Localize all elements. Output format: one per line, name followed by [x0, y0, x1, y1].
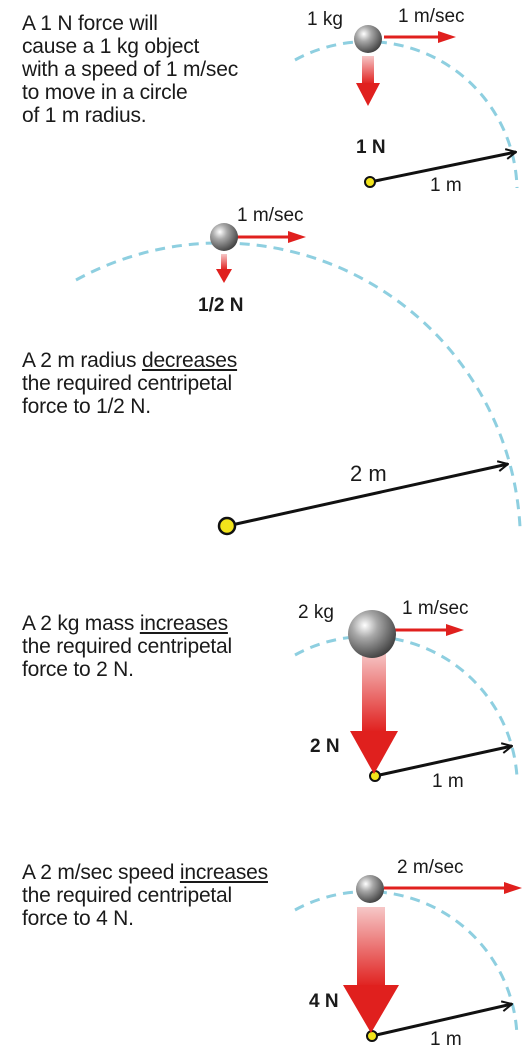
panel1-diagram: 1 kg 1 m/sec 1 N 1 m	[294, 6, 519, 196]
circular-path	[294, 40, 519, 189]
panel4-diagram: 2 m/sec 4 N 1 m	[294, 857, 522, 1049]
speed-label: 2 m/sec	[397, 857, 464, 878]
ball-mass	[356, 875, 384, 903]
ball-mass	[354, 25, 382, 53]
caption-emphasis: decreases	[141, 349, 238, 372]
panel3-caption: A 2 kg mass increases the required centr…	[22, 612, 232, 681]
velocity-arrowhead	[438, 31, 456, 43]
caption-line: force to 2 N.	[22, 658, 134, 681]
force-arrow-shaft	[221, 254, 227, 270]
radius-arrow	[369, 152, 516, 184]
radius-arrow	[371, 1004, 512, 1038]
force-label: 1/2 N	[198, 295, 243, 316]
caption-line: A 2 kg mass increases	[22, 612, 232, 635]
radius-label: 1 m	[430, 1029, 462, 1049]
caption-line: the required centripetal	[22, 884, 232, 907]
force-label: 4 N	[309, 991, 339, 1012]
speed-label: 1 m/sec	[402, 598, 469, 619]
radius-label: 1 m	[430, 175, 462, 196]
radius-arrow	[374, 746, 512, 778]
radius-arrow	[226, 464, 508, 528]
force-label: 2 N	[310, 736, 340, 757]
caption-line: force to 4 N.	[22, 907, 134, 930]
panel2-caption: A 2 m radius decreases the required cent…	[22, 349, 237, 418]
caption-emphasis: increases	[139, 612, 228, 635]
caption-line: to move in a circle	[22, 81, 188, 104]
force-arrow-shaft	[357, 907, 385, 987]
force-arrow-shaft	[362, 56, 374, 84]
caption-line: the required centripetal	[22, 635, 232, 658]
panel4-caption: A 2 m/sec speed increases the required c…	[22, 861, 268, 930]
velocity-arrowhead	[288, 231, 306, 243]
panel1-caption: A 1 N force will cause a 1 kg object wit…	[22, 12, 238, 127]
force-arrowhead	[350, 731, 398, 774]
caption-line: the required centripetal	[22, 372, 232, 395]
mass-label: 2 kg	[298, 602, 334, 623]
caption-line: of 1 m radius.	[22, 104, 147, 127]
caption-line: A 2 m/sec speed increases	[22, 861, 268, 884]
force-arrowhead	[216, 269, 232, 283]
circular-path	[294, 635, 519, 778]
caption-emphasis: increases	[179, 861, 268, 884]
center-point	[364, 176, 376, 188]
caption-line: A 2 m radius decreases	[22, 349, 237, 372]
caption-pre: A 2 kg mass	[22, 612, 140, 635]
force-arrowhead	[343, 985, 399, 1033]
caption-line: force to 1/2 N.	[22, 395, 151, 418]
caption-line: cause a 1 kg object	[22, 35, 200, 58]
radius-label: 1 m	[432, 771, 464, 792]
ball-mass	[348, 610, 396, 658]
center-point	[369, 770, 381, 782]
velocity-arrowhead	[504, 882, 522, 894]
velocity-arrowhead	[446, 624, 464, 636]
radius-label: 2 m	[350, 461, 387, 486]
center-point	[217, 516, 237, 536]
caption-pre: A 2 m radius	[22, 349, 142, 372]
caption-line: A 1 N force will	[22, 12, 158, 35]
center-point	[366, 1030, 378, 1042]
circular-path	[75, 241, 522, 528]
force-arrowhead	[356, 83, 380, 106]
panel2-diagram: 1 m/sec 1/2 N 2 m	[75, 205, 522, 536]
caption-line: with a speed of 1 m/sec	[22, 58, 239, 81]
ball-mass	[210, 223, 238, 251]
mass-label: 1 kg	[307, 9, 343, 30]
panel3-diagram: 2 kg 1 m/sec 2 N 1 m	[294, 598, 519, 792]
force-arrow-shaft	[362, 652, 386, 732]
speed-label: 1 m/sec	[237, 205, 304, 226]
force-label: 1 N	[356, 137, 386, 158]
speed-label: 1 m/sec	[398, 6, 465, 27]
circular-path	[294, 890, 519, 1037]
caption-pre: A 2 m/sec speed	[22, 861, 180, 884]
